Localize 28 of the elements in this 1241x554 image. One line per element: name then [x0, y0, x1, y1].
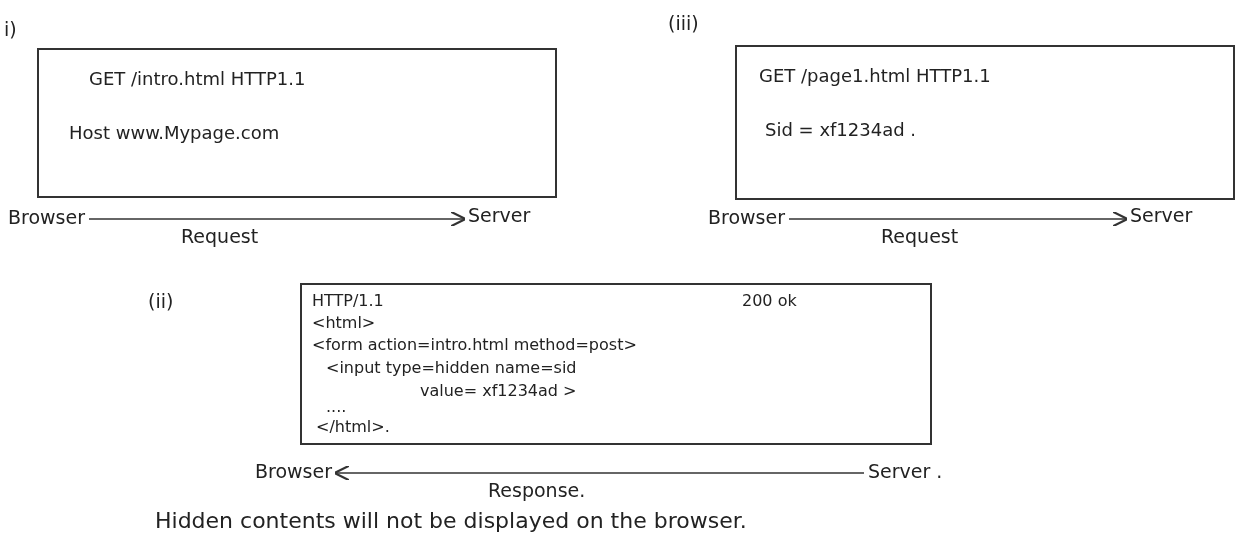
message-line: <form action=intro.html method=post>	[312, 335, 637, 354]
endpoint-label: Server	[468, 204, 531, 226]
endpoint-label: Server .	[868, 460, 943, 482]
arrow	[788, 210, 1129, 228]
message-box	[735, 45, 1235, 200]
message-line: value= xf1234ad >	[420, 381, 577, 400]
message-line: Sid = xf1234ad .	[765, 119, 917, 140]
endpoint-label: Server	[1130, 204, 1193, 226]
message-line: ....	[326, 397, 347, 416]
endpoint-label: Browser	[255, 460, 332, 482]
note-text: Hidden contents will not be displayed on the browser.	[155, 508, 747, 533]
message-line: HTTP/1.1	[312, 291, 384, 310]
part-number: i)	[4, 18, 17, 40]
endpoint-label: Browser	[708, 206, 785, 228]
message-line: GET /page1.html HTTP1.1	[759, 65, 991, 86]
arrow	[88, 210, 467, 228]
message-box	[300, 283, 932, 445]
part-number: (iii)	[668, 12, 699, 34]
message-line: <html>	[312, 313, 376, 332]
message-line: GET /intro.html HTTP1.1	[89, 68, 306, 89]
part-number: (ii)	[148, 290, 174, 312]
endpoint-label: Browser	[8, 206, 85, 228]
message-line: 200 ok	[742, 291, 797, 310]
message-line: </html>.	[316, 417, 390, 436]
message-line: Host www.Mypage.com	[69, 122, 280, 143]
message-box	[37, 48, 557, 198]
message-line: <input type=hidden name=sid	[326, 358, 577, 377]
arrow	[333, 464, 865, 482]
